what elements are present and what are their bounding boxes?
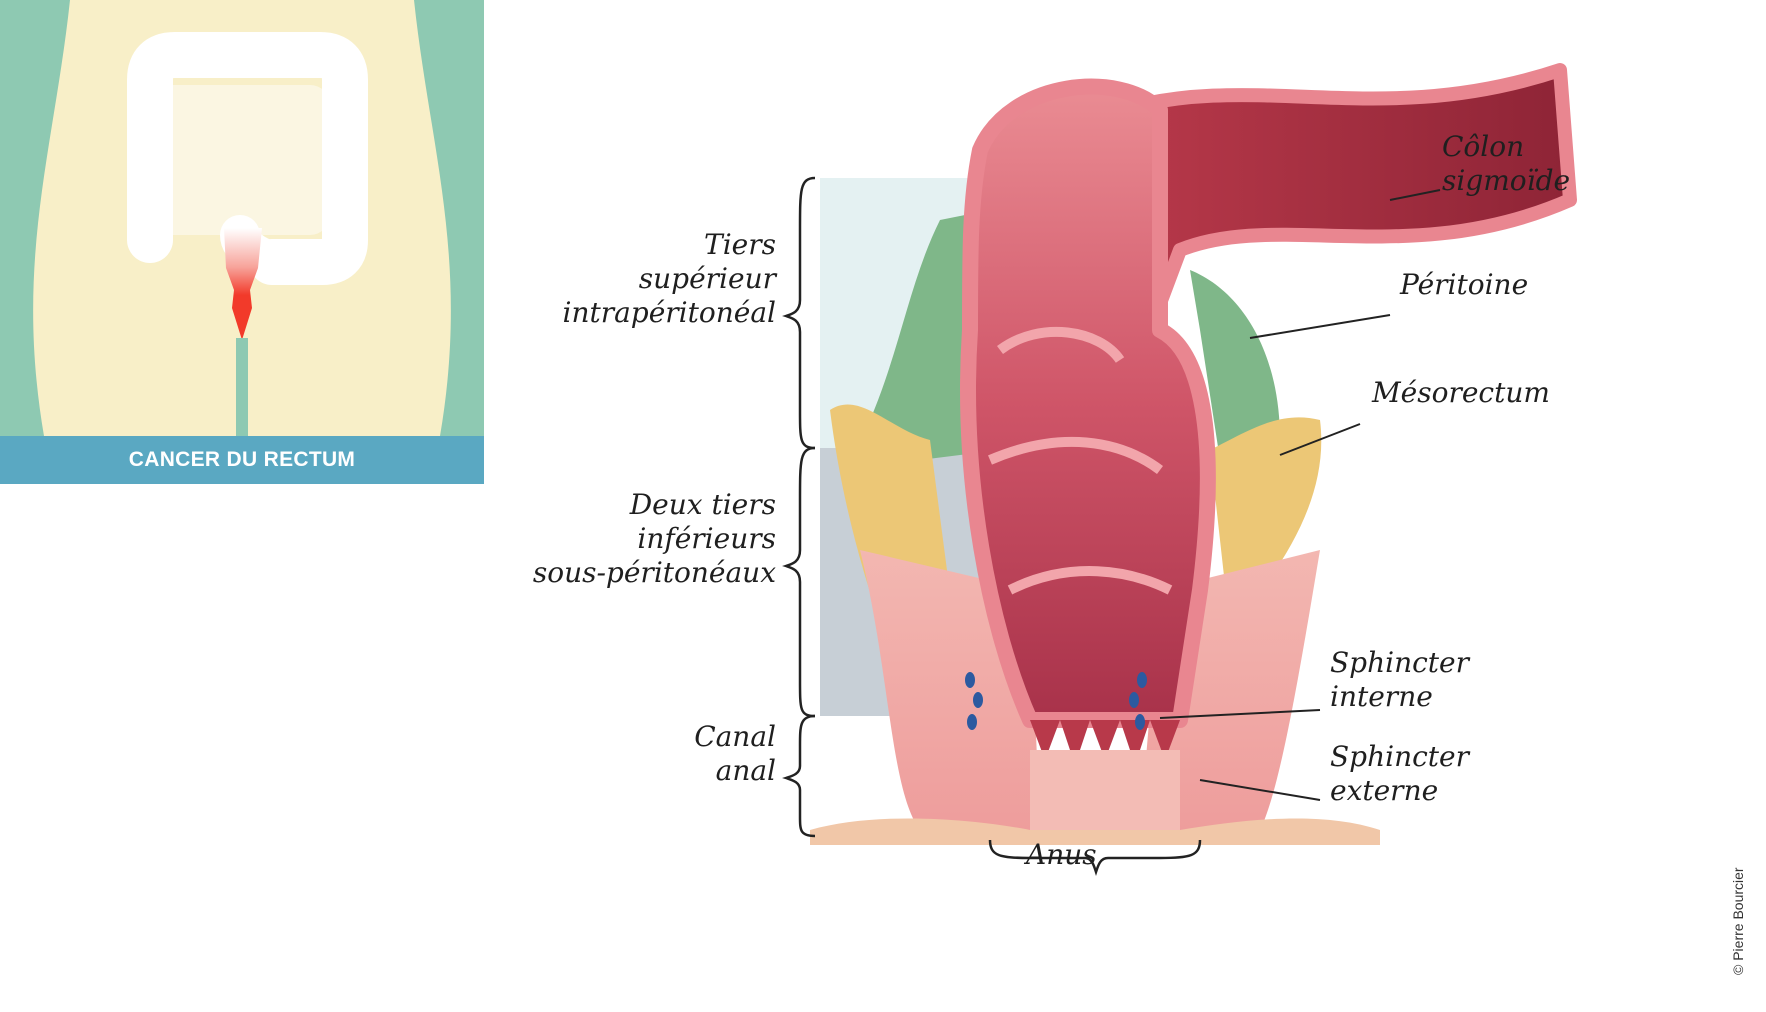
rectal-fold-middle bbox=[988, 436, 1163, 475]
anal-columns bbox=[1030, 720, 1180, 765]
label-sphincter-externe-line2: externe bbox=[1330, 774, 1439, 807]
leader-peritoneum bbox=[1249, 314, 1391, 339]
colon-shape bbox=[127, 32, 368, 285]
label-sphincter-interne-line2: interne bbox=[1330, 680, 1433, 713]
label-colon-line1: Côlon bbox=[1442, 130, 1525, 163]
label-anus-text: Anus bbox=[1026, 838, 1097, 871]
label-canal-anal: Canal anal bbox=[694, 720, 776, 788]
label-anus: Anus bbox=[1026, 838, 1097, 872]
leader-external-sphincter bbox=[1199, 779, 1321, 801]
perineum-skin bbox=[810, 818, 1380, 845]
label-peritoine-text: Péritoine bbox=[1400, 268, 1529, 301]
label-sphincter-externe-line1: Sphincter bbox=[1330, 740, 1470, 773]
rectum-cross-section bbox=[782, 63, 1577, 876]
internal-sphincter-vessels-right bbox=[1129, 672, 1147, 730]
label-deux-tiers-line3: sous-péritonéaux bbox=[532, 556, 776, 589]
brace-lower-thirds bbox=[782, 446, 816, 718]
brace-upper-third bbox=[782, 176, 816, 450]
brace-anus bbox=[988, 839, 1202, 876]
label-sphincter-interne-line1: Sphincter bbox=[1330, 646, 1470, 679]
label-tiers-line3: intrapéritonéal bbox=[562, 296, 776, 329]
leader-mesorectum bbox=[1279, 423, 1361, 456]
label-sphincter-interne: Sphincter interne bbox=[1330, 646, 1469, 714]
cancer-rectum-thumbnail: CANCER DU RECTUM bbox=[0, 0, 484, 484]
thumbnail-caption: CANCER DU RECTUM bbox=[0, 436, 484, 484]
label-peritoine: Péritoine bbox=[1400, 268, 1528, 302]
leader-internal-sphincter bbox=[1159, 709, 1321, 719]
label-colon-sigmoide: Côlon sigmoïde bbox=[1442, 130, 1570, 198]
peritoneum-shape-right bbox=[1190, 270, 1280, 460]
label-canal-line1: Canal bbox=[694, 720, 776, 753]
internal-sphincter-vessels-left bbox=[965, 672, 983, 730]
sigmoid-colon bbox=[1113, 63, 1577, 337]
label-tiers-line1: Tiers bbox=[704, 228, 776, 261]
label-tiers-line2: supérieur bbox=[638, 262, 776, 295]
image-credit: © Pierre Bourcier bbox=[1730, 867, 1746, 975]
label-deux-tiers-line1: Deux tiers bbox=[629, 488, 776, 521]
label-mesorectum-text: Mésorectum bbox=[1372, 376, 1550, 409]
rectum-tumor bbox=[224, 228, 262, 340]
label-deux-tiers: Deux tiers inférieurs sous-péritonéaux bbox=[533, 488, 776, 590]
brace-anal-canal bbox=[782, 714, 816, 838]
abdomen-inner bbox=[150, 85, 330, 235]
label-canal-line2: anal bbox=[715, 754, 776, 787]
leader-colon bbox=[1389, 189, 1441, 201]
anal-canal bbox=[1030, 750, 1180, 830]
label-deux-tiers-line2: inférieurs bbox=[637, 522, 776, 555]
anal-canal-stem bbox=[236, 338, 248, 436]
label-colon-line2: sigmoïde bbox=[1442, 164, 1571, 197]
rectum-anatomy-diagram: Côlon sigmoïde Péritoine Mésorectum Sphi… bbox=[533, 30, 1766, 1012]
label-sphincter-externe: Sphincter externe bbox=[1330, 740, 1469, 808]
label-mesorectum: Mésorectum bbox=[1372, 376, 1550, 410]
thumbnail-illustration bbox=[33, 0, 451, 436]
rectal-fold-lower bbox=[1007, 566, 1173, 595]
rectal-fold-upper bbox=[997, 326, 1125, 364]
label-tiers-superieur: Tiers supérieur intrapéritonéal bbox=[562, 228, 776, 330]
